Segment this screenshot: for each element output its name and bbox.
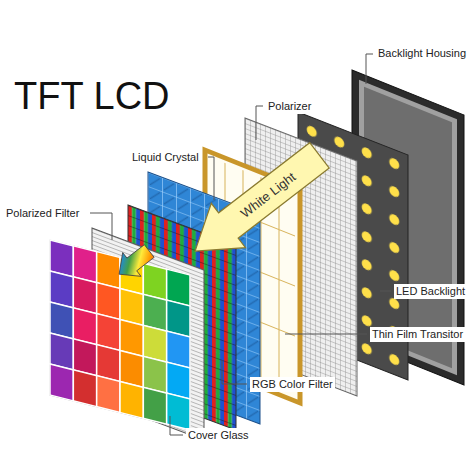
leader-line — [256, 106, 263, 140]
part-label: Liquid Crystal — [130, 150, 201, 165]
part-label: Polarized Filter — [4, 206, 81, 221]
diagram-title: TFT LCD — [14, 74, 170, 118]
polarized-filter-sheet — [92, 228, 204, 440]
part-label: RGB Color Filter — [250, 377, 335, 392]
polarized-filter-layer — [92, 228, 204, 440]
color-pixels — [50, 240, 190, 430]
part-label: Cover Glass — [186, 428, 251, 443]
leader-line — [380, 291, 391, 292]
leader-line — [222, 360, 247, 384]
white-light-arrow — [178, 133, 337, 273]
part-label: Thin Film Transitor — [370, 327, 465, 342]
part-label: LED Backlight — [394, 284, 467, 299]
part-label: Polarizer — [266, 99, 313, 114]
leader-line — [90, 213, 112, 240]
part-label: Backlight Housing — [376, 46, 468, 61]
leader-line — [170, 416, 183, 435]
glass-pane — [50, 240, 190, 430]
cover-glass — [50, 240, 190, 430]
leader-line — [208, 157, 214, 200]
leader-line — [285, 334, 367, 335]
leader-line — [366, 54, 373, 84]
colored-light-arrow — [110, 239, 158, 286]
